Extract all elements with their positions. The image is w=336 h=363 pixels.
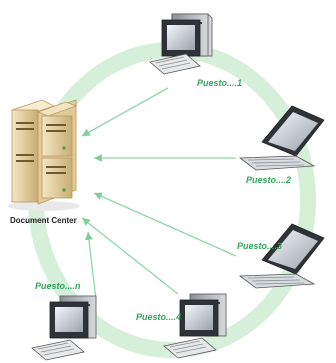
arrow-puesto-1 — [81, 87, 169, 137]
desktop-computer-icon — [163, 293, 227, 359]
arrow-puesto-n — [85, 231, 97, 301]
server-rack-icon — [8, 99, 80, 211]
arrow-puesto-4 — [81, 217, 179, 295]
desktop-computer-icon — [31, 295, 97, 361]
server-label: Document Center — [10, 216, 77, 225]
laptop-icon — [238, 223, 325, 289]
workstation-label-3: Puesto....3 — [237, 241, 283, 251]
workstation-label-1: Puesto....1 — [197, 78, 243, 88]
workstation-label-n: Puesto....n — [35, 281, 81, 291]
workstation-label-2: Puesto....2 — [246, 175, 292, 185]
laptop-icon — [238, 105, 325, 171]
workstation-label-4: Puesto....4 — [136, 312, 182, 322]
connection-arrows — [81, 87, 237, 301]
arrow-puesto-3 — [93, 192, 237, 257]
desktop-computer-icon — [149, 13, 213, 75]
